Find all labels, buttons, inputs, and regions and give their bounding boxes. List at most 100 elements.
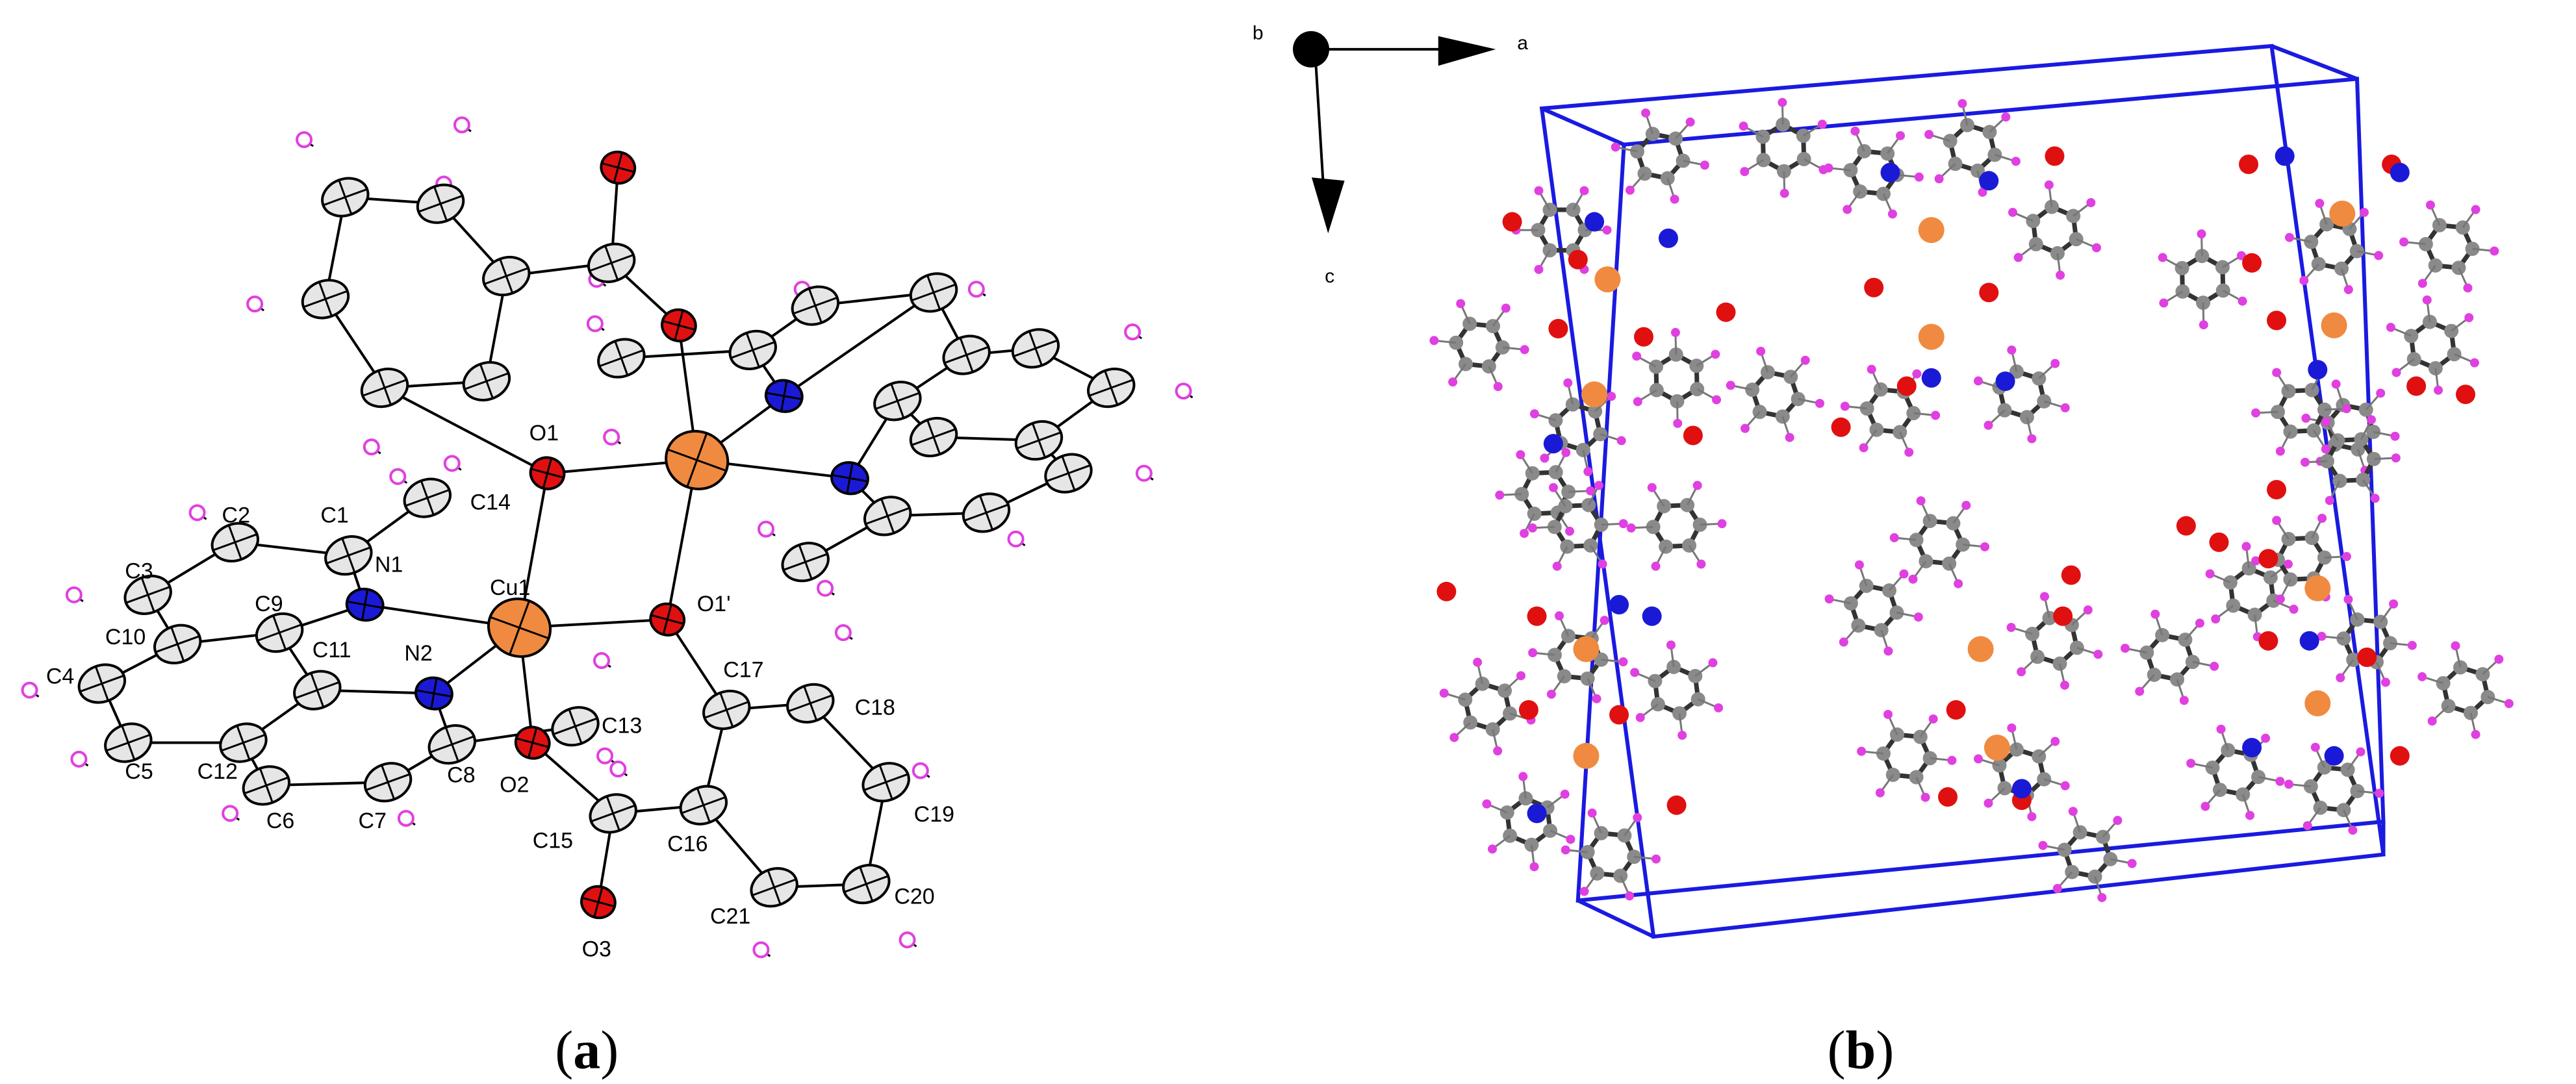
packing-ring-2 [1739, 97, 1828, 198]
hydrogen-atom [2210, 661, 2219, 671]
hydrogen-atom [2007, 345, 2017, 355]
ellipsoid-axis [859, 866, 874, 901]
ellipsoid-axis [444, 727, 459, 762]
packing-ring-11 [1974, 345, 2070, 444]
hydrogen-atom [2135, 687, 2145, 696]
packing-ring-26 [2417, 641, 2514, 739]
hydrogen-atom [2017, 667, 2026, 677]
hydrogen-atom [2321, 417, 2331, 427]
hydrogen-atom [1904, 447, 1914, 457]
hydrogen-atom-15 [609, 761, 627, 778]
hydrogen-atom [1518, 772, 1528, 781]
packing-molecules [1429, 97, 2514, 902]
hydrogen-atom [2199, 320, 2208, 330]
atom-o2 [514, 725, 551, 760]
hydrogen-atom [2490, 246, 2499, 256]
atom-ra4 [462, 360, 511, 402]
atom-c20 [842, 864, 891, 905]
hydrogen-atom [1726, 381, 1735, 390]
oxygen-atom-23 [1518, 700, 1538, 720]
atom-cb12 [863, 496, 912, 536]
hydrogen-atom [1920, 792, 1930, 802]
copper-atom-1 [1918, 217, 1945, 244]
atom-n4 [830, 461, 869, 496]
oxygen-atom-14 [1683, 425, 1703, 446]
ellipsoid-axis [170, 626, 185, 662]
atom-cb9 [909, 416, 958, 458]
unit-cell-edge-1 [2271, 44, 2358, 81]
atom-c5 [104, 722, 153, 763]
nitrogen-atom-1 [1658, 228, 1678, 248]
nitrogen-atom-10 [1609, 595, 1629, 615]
atom-cb6 [1011, 328, 1060, 369]
atom-o1p [649, 602, 686, 637]
packing-ring-3 [1824, 126, 1924, 219]
nitrogen-atom-16 [1527, 803, 1547, 824]
hydrogen-atom [2417, 672, 2427, 681]
hydrogen-atom [1980, 542, 1990, 551]
ellipsoid-axis [318, 281, 333, 317]
atom-c14 [403, 477, 452, 518]
oxygen-atom-16 [2176, 516, 2196, 536]
hydrogen-atom [1561, 447, 1571, 457]
oxygen-atom-22 [1436, 581, 1457, 601]
atom-label-22: C19 [914, 802, 954, 827]
hydrogen-atom [1947, 755, 1957, 765]
ellipsoid-axis [686, 433, 708, 488]
hydrogen-atom [1839, 637, 1848, 647]
atom-ellipsoids [77, 150, 1136, 920]
hydrogen-atom [1708, 658, 1718, 668]
hydrogen-atom [1670, 194, 1679, 204]
hydrogen-atom [2083, 605, 2093, 615]
ellipsoid-axis [236, 725, 251, 761]
hydrogen-atom [2200, 801, 2210, 811]
hydrogen-atom [2275, 594, 2285, 604]
oxygen-atom-33 [1896, 376, 1917, 396]
oxygen-atom-4 [1716, 302, 1736, 322]
hydrogen-atom-14 [596, 747, 614, 764]
ellipsoid-axis [890, 383, 905, 419]
atom-c7 [363, 762, 413, 803]
packing-ring-33 [2284, 742, 2384, 835]
hydrogen-atom [1924, 130, 1934, 140]
caption-letter: a [573, 1020, 600, 1081]
atom-label-3: C1 [320, 503, 348, 528]
atom-label-6: O1' [697, 592, 731, 616]
atom-c3 [123, 574, 172, 615]
hydrogen-atom [2343, 594, 2353, 604]
copper-atom-0 [1594, 266, 1621, 293]
ellipsoid-axis [272, 615, 287, 650]
atom-label-5: Cu1 [490, 575, 530, 600]
hydrogen-atom [2241, 542, 2251, 551]
oxygen-atom-25 [1946, 700, 1966, 720]
hydrogen-atom [2056, 270, 2065, 280]
copper-atom-3 [2329, 200, 2356, 227]
packing-ring-20 [1824, 560, 1923, 656]
nitrogen-atom-7 [1995, 371, 2015, 391]
hydrogen-atom [2494, 655, 2504, 664]
packing-ring-5 [2008, 180, 2101, 280]
hydrogen-atom [2310, 742, 2320, 752]
atom-label-4: N1 [375, 552, 403, 577]
axis-a-label: a [1517, 32, 1528, 54]
hydrogen-atom [1520, 345, 1529, 355]
ellipsoid-axis [1028, 331, 1043, 366]
hydrogen-atom-10 [70, 750, 88, 768]
atom-label-18: O2 [500, 772, 529, 797]
atom-label-9: C10 [105, 625, 146, 649]
hydrogen-atom [2008, 207, 2018, 217]
hydrogen-atom [2091, 243, 2101, 253]
atom-ca2 [597, 338, 646, 379]
packing-ring-32 [2186, 724, 2285, 820]
hydrogen-atom [2216, 724, 2226, 734]
packing-ring-25 [2317, 594, 2417, 687]
hydrogen-atom [2299, 275, 2309, 285]
hydrogen-atom [2245, 811, 2255, 820]
hydrogen-atom [1740, 167, 1750, 177]
hydrogen-atom [2150, 609, 2160, 619]
oxygen-atom-24 [1609, 705, 1629, 725]
hydrogen-atom [1931, 410, 1941, 420]
atom-label-11: N2 [404, 641, 432, 666]
copper-atom-8 [2304, 575, 2331, 601]
hydrogen-atom [1850, 126, 1860, 136]
